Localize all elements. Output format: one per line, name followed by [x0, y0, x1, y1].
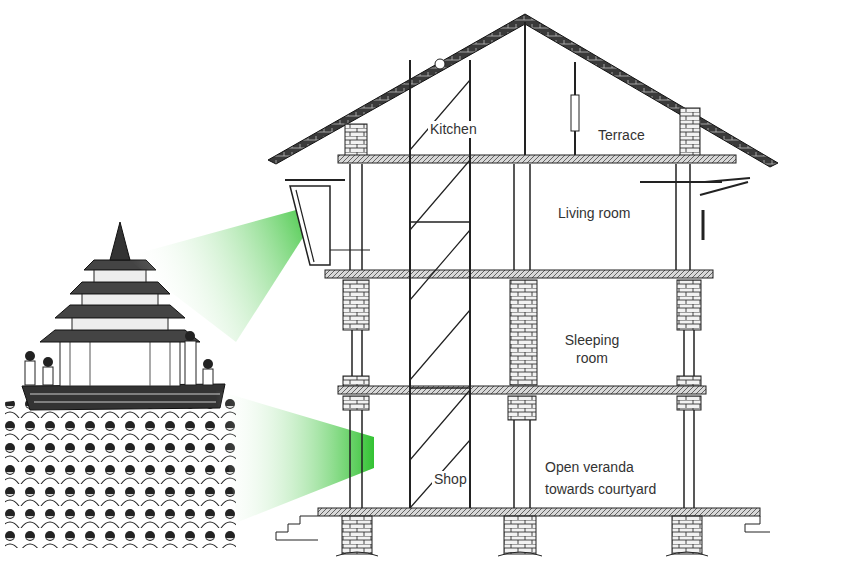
- rider-body: [203, 369, 213, 385]
- pagoda-tier-1: [72, 318, 168, 330]
- brick-course: [508, 396, 536, 420]
- ladder-rung: [410, 222, 470, 388]
- post: [352, 330, 694, 378]
- crowd: [5, 395, 236, 548]
- stair-flight: [410, 80, 470, 508]
- pagoda-tier-3: [94, 270, 146, 282]
- eave-bracket: [285, 178, 750, 195]
- post: [350, 410, 694, 508]
- brick-course: [677, 396, 701, 410]
- room-label: Terrace: [596, 127, 647, 144]
- chariot-riders: [25, 331, 213, 385]
- room-label: Open veranda towards courtyard: [543, 457, 677, 500]
- brick-pier: [345, 124, 367, 156]
- chariot-pillars: [70, 340, 170, 386]
- bay-window-frame: [296, 190, 370, 262]
- rider-head: [203, 359, 213, 369]
- downpipe: [702, 210, 705, 240]
- brick-course: [343, 396, 369, 410]
- foundation-stone: [336, 552, 708, 556]
- view-cone: [125, 204, 318, 342]
- chariot-carving: [30, 394, 220, 402]
- brick-course: [343, 376, 369, 386]
- room-label: Sleeping room: [548, 331, 636, 367]
- roof-skylight: [435, 59, 445, 69]
- room-label: Kitchen: [428, 121, 479, 138]
- roof-post-block: [571, 95, 579, 131]
- foundation: [504, 516, 536, 554]
- floor-beam: [325, 270, 713, 278]
- foundation: [672, 516, 702, 554]
- pagoda-roof-3: [70, 282, 170, 294]
- post: [350, 164, 690, 270]
- floor-beam: [338, 155, 736, 163]
- floor-beam: [338, 386, 706, 394]
- room-label: Shop: [432, 471, 469, 488]
- rider-head: [43, 357, 53, 367]
- roof: [268, 14, 778, 167]
- bay-window: [290, 186, 330, 265]
- rider-body: [25, 361, 35, 385]
- rider-body: [43, 367, 53, 385]
- rider-head: [185, 331, 195, 341]
- room-label: Living room: [556, 205, 632, 222]
- steps: [276, 516, 318, 540]
- ground-floor: [318, 508, 760, 516]
- brick-pier: [343, 280, 369, 330]
- chariot-base: [22, 384, 225, 410]
- brick-pier: [677, 280, 701, 330]
- brick-course: [677, 376, 701, 386]
- brick-pier: [510, 280, 537, 385]
- foundation: [342, 516, 372, 554]
- brick-pier: [680, 108, 700, 156]
- pagoda-roof-1: [40, 330, 200, 342]
- rider-body: [185, 341, 196, 385]
- steps: [745, 516, 770, 532]
- chariot-shrine: [60, 340, 180, 386]
- pagoda-tier-2: [82, 294, 158, 305]
- rider-head: [25, 351, 35, 361]
- pagoda-roof-2: [55, 305, 185, 318]
- pagoda-spire: [110, 222, 130, 260]
- roof-post: [525, 22, 575, 156]
